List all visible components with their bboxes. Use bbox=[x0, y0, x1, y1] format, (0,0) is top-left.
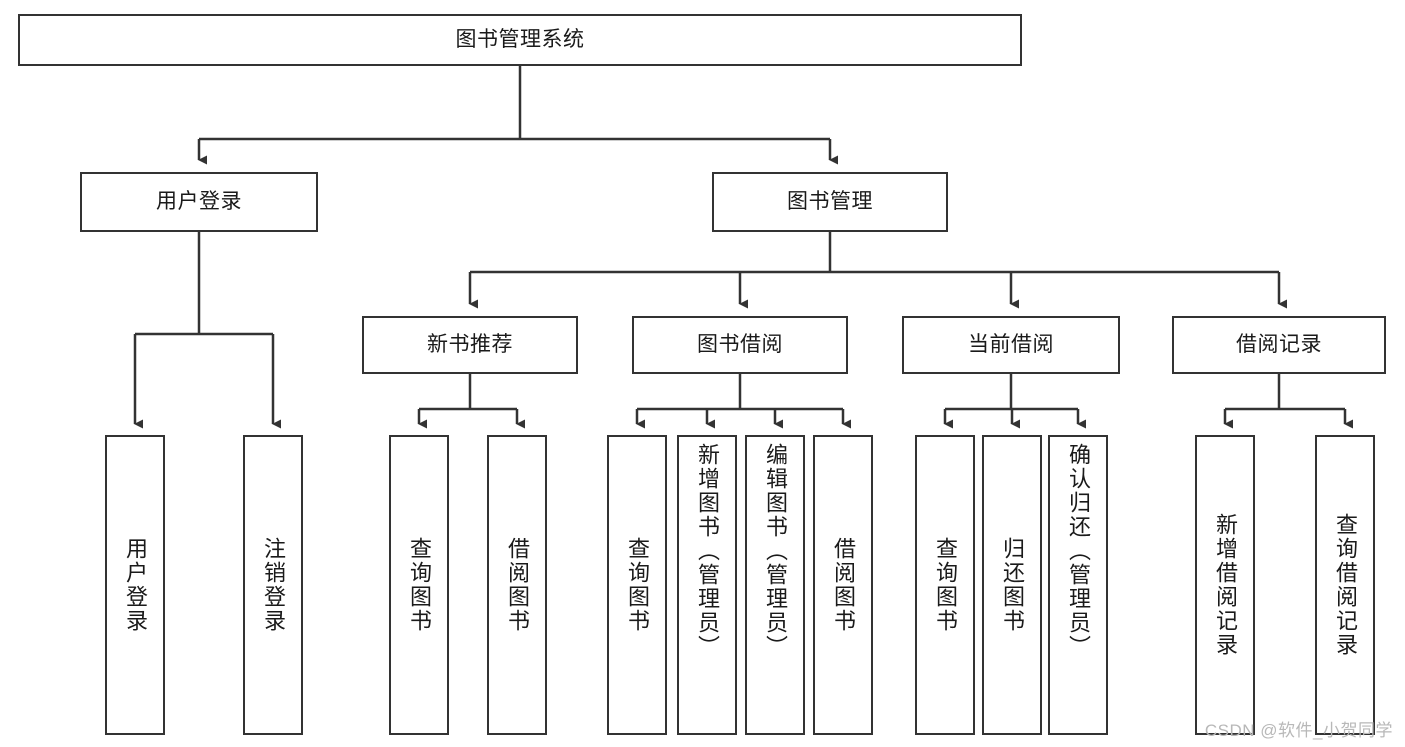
node-user-login[interactable]: 用户登录 bbox=[80, 172, 318, 232]
node-current-borrow[interactable]: 当前借阅 bbox=[902, 316, 1120, 374]
node-leaf-add-book[interactable]: 新增图书（管理员） bbox=[677, 435, 737, 735]
node-label: 用户登录 bbox=[123, 537, 148, 633]
node-label: 查询图书 bbox=[625, 537, 650, 633]
node-label: 编辑图书（管理员） bbox=[763, 443, 788, 659]
node-label: 查询图书 bbox=[407, 537, 432, 633]
node-label: 借阅图书 bbox=[505, 537, 530, 633]
node-borrow-record[interactable]: 借阅记录 bbox=[1172, 316, 1386, 374]
csdn-watermark: CSDN @软件_小贺同学 bbox=[1204, 721, 1393, 740]
node-new-book-recommend[interactable]: 新书推荐 bbox=[362, 316, 578, 374]
node-leaf-borrow-book-1[interactable]: 借阅图书 bbox=[487, 435, 547, 735]
node-leaf-user-login[interactable]: 用户登录 bbox=[105, 435, 165, 735]
node-label: 图书管理 bbox=[787, 189, 873, 213]
node-leaf-query-book-1[interactable]: 查询图书 bbox=[389, 435, 449, 735]
edge-group-book-borrow bbox=[635, 374, 851, 429]
edge-group-borrow-record bbox=[1223, 374, 1353, 429]
node-leaf-confirm-return[interactable]: 确认归还（管理员） bbox=[1048, 435, 1108, 735]
edge-group-new-book-recommend bbox=[417, 374, 525, 429]
node-label: 归还图书 bbox=[1000, 537, 1025, 633]
node-leaf-add-record[interactable]: 新增借阅记录 bbox=[1195, 435, 1255, 735]
edge-group-user-login bbox=[133, 232, 281, 429]
edge-group-current-borrow bbox=[943, 374, 1086, 429]
node-book-borrow[interactable]: 图书借阅 bbox=[632, 316, 848, 374]
node-label: 借阅图书 bbox=[831, 537, 856, 633]
node-label: 查询借阅记录 bbox=[1333, 513, 1358, 657]
edge-group-root bbox=[197, 66, 838, 165]
node-root[interactable]: 图书管理系统 bbox=[18, 14, 1022, 66]
node-leaf-return-book[interactable]: 归还图书 bbox=[982, 435, 1042, 735]
node-leaf-query-record[interactable]: 查询借阅记录 bbox=[1315, 435, 1375, 735]
node-leaf-borrow-book-2[interactable]: 借阅图书 bbox=[813, 435, 873, 735]
node-label: 确认归还（管理员） bbox=[1066, 443, 1091, 659]
node-label: 新增图书（管理员） bbox=[695, 443, 720, 659]
node-label: 图书借阅 bbox=[697, 332, 783, 356]
node-label: 当前借阅 bbox=[968, 332, 1054, 356]
node-label: 注销登录 bbox=[261, 537, 286, 633]
node-label: 图书管理系统 bbox=[455, 27, 585, 51]
node-label: 借阅记录 bbox=[1236, 332, 1322, 356]
node-leaf-edit-book[interactable]: 编辑图书（管理员） bbox=[745, 435, 805, 735]
edge-group-book-manage bbox=[468, 232, 1287, 309]
node-leaf-query-book-3[interactable]: 查询图书 bbox=[915, 435, 975, 735]
node-leaf-query-book-2[interactable]: 查询图书 bbox=[607, 435, 667, 735]
node-label: 新增借阅记录 bbox=[1213, 513, 1238, 657]
node-label: 查询图书 bbox=[933, 537, 958, 633]
node-book-manage[interactable]: 图书管理 bbox=[712, 172, 948, 232]
node-label: 用户登录 bbox=[156, 189, 242, 213]
node-label: 新书推荐 bbox=[427, 332, 513, 356]
node-leaf-logout[interactable]: 注销登录 bbox=[243, 435, 303, 735]
